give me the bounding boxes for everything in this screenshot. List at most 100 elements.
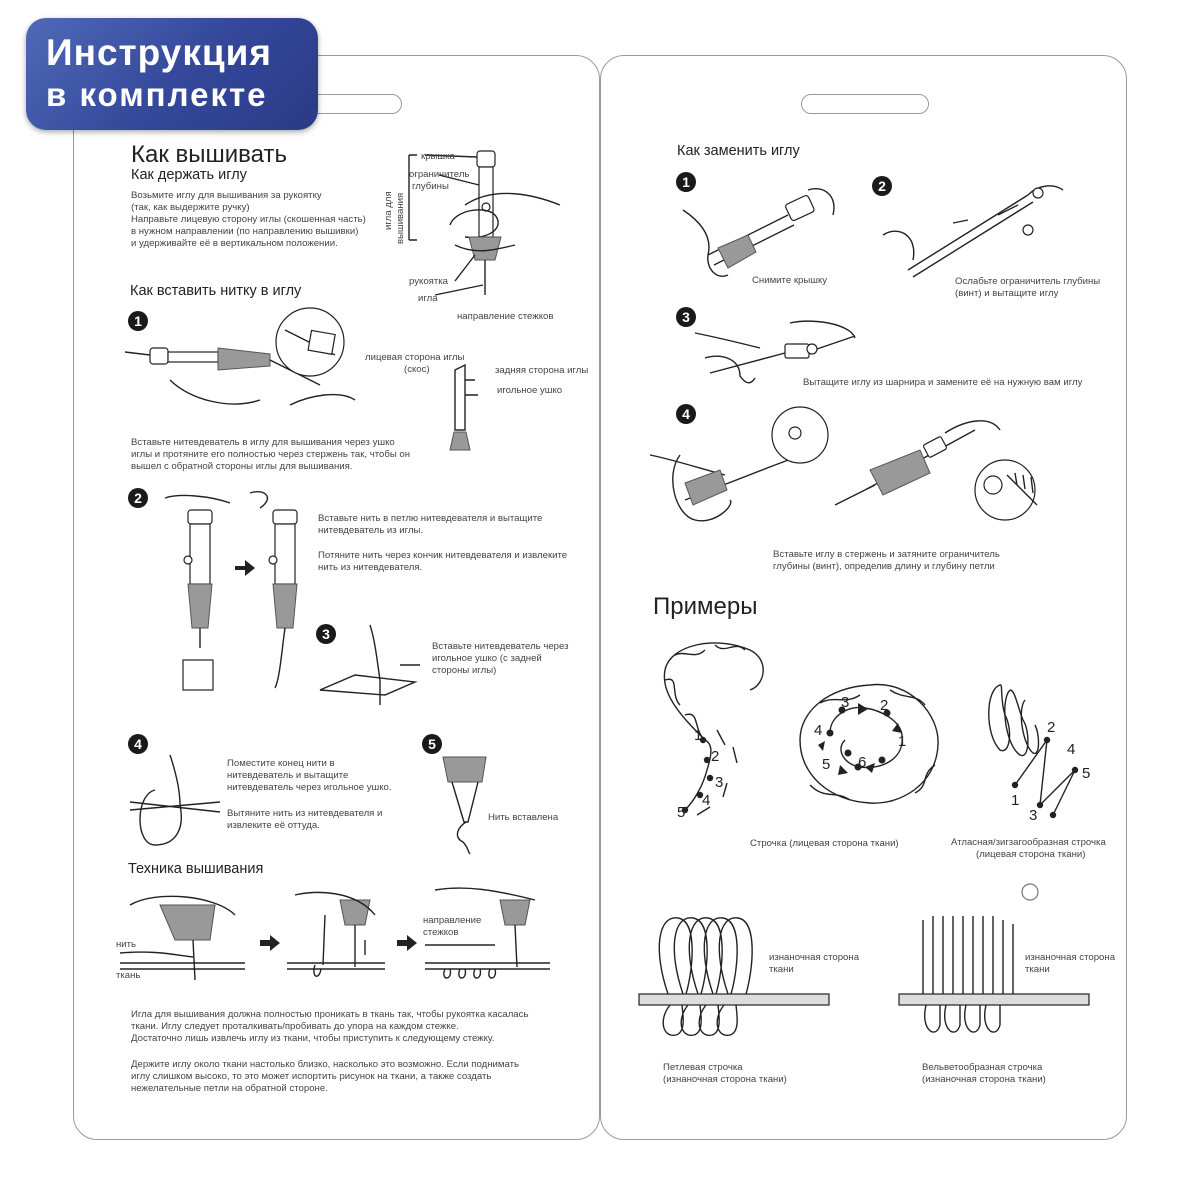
label-needle: игла <box>418 293 438 304</box>
hang-hole-circle <box>1021 883 1039 901</box>
hold-text-5: и удерживайте её в вертикальном положени… <box>131 238 338 249</box>
example-number: 1 <box>1011 792 1019 809</box>
step-2-text-b-1: Потяните нить через кончик нитевдевателя… <box>318 550 568 561</box>
step-4-text-a-1: Поместите конец нити в <box>227 758 335 769</box>
label-limiter-2: глубины <box>412 181 449 192</box>
velvet-caption-2: (изнаночная сторона ткани) <box>922 1074 1046 1085</box>
example-number: 1 <box>898 733 906 750</box>
loop-caption-1: Петлевая строчка <box>663 1062 743 1073</box>
hold-needle-illustration <box>408 150 561 296</box>
spiral-stitch-example: 3 2 4 1 5 6 <box>799 683 939 804</box>
example-number: 5 <box>1082 765 1090 782</box>
loosen-limiter-illustration <box>882 185 1064 278</box>
velvet-back-label-1: изнаночная сторона <box>1025 952 1116 963</box>
hold-subtitle: Как держать иглу <box>131 167 247 183</box>
label-cap: крышка <box>421 151 455 162</box>
velvet-back-label-2: ткани <box>1025 964 1050 975</box>
technique-text-b-3: нежелательные петли на обратной стороне. <box>131 1083 328 1094</box>
technique-text-b-2: иглу слишком высоко, то это может испорт… <box>131 1071 492 1082</box>
threader-insert-illustration <box>124 307 356 406</box>
replace-step-2-text-1: Ослабьте ограничитель глубины <box>955 276 1101 287</box>
velvet-stitch-back-illustration <box>898 916 1090 1033</box>
hold-text-2: (так, как выдержите ручку) <box>131 202 250 213</box>
example-number: 4 <box>702 792 710 809</box>
step-2-badge: 2 <box>128 488 148 508</box>
label-direction-2: стежков <box>423 927 459 938</box>
replace-subtitle: Как заменить иглу <box>677 143 800 159</box>
step-2-text-b-2: нить из нитевдевателя. <box>318 562 423 573</box>
step-4-text-a-2: нитевдеватель и вытащите <box>227 770 349 781</box>
thread-pull-illustration <box>164 491 298 691</box>
replace-step-2-text-2: (винт) и вытащите иглу <box>955 288 1059 299</box>
example-number: 5 <box>677 804 685 821</box>
right-instruction-card <box>600 55 1127 1140</box>
example-number: 6 <box>858 754 866 771</box>
replace-step-3-badge: 3 <box>676 307 696 327</box>
step-4-text-a-3: нитевдеватель через игольное ушко. <box>227 782 392 793</box>
needle-anatomy-illustration <box>449 363 478 451</box>
replace-step-4-badge: 4 <box>676 404 696 424</box>
thread-subtitle: Как вставить нитку в иглу <box>130 283 302 299</box>
label-stitch-direction: направление стежков <box>457 311 554 322</box>
technique-text-a-1: Игла для вышивания должна полностью прон… <box>131 1009 529 1020</box>
example-number: 5 <box>822 756 830 773</box>
threaded-needle-illustration <box>442 756 487 855</box>
technique-illustration <box>119 887 550 981</box>
example-number: 1 <box>694 727 702 744</box>
example-number: 4 <box>814 722 822 739</box>
loop-caption-2: (изнаночная сторона ткани) <box>663 1074 787 1085</box>
label-needle-back: задняя сторона иглы <box>495 365 589 376</box>
swap-needle-illustration <box>694 320 856 384</box>
replace-step-1-text: Снимите крышку <box>752 275 828 286</box>
loop-back-label-1: изнаночная сторона <box>769 952 860 963</box>
replace-step-4-text-2: глубины (винт), определив длину и глубин… <box>773 561 995 572</box>
satin-stitch-example: 2 4 5 1 3 <box>988 684 1090 824</box>
technique-text-a-3: Достаточно лишь извлечь иглу из ткани, ч… <box>131 1033 495 1044</box>
example-number: 2 <box>1047 719 1055 736</box>
step-1-text-2: иглы и протяните его полностью через сте… <box>131 449 411 460</box>
velvet-caption-1: Вельветообразная строчка <box>922 1062 1043 1073</box>
label-needle-vertical-2: вышивания <box>395 192 406 244</box>
step-4-text-b-1: Вытяните нить из нитевдевателя и <box>227 808 383 819</box>
page-title: Как вышивать <box>131 141 287 168</box>
badge-line-2: в комплекте <box>46 76 268 113</box>
step-1-badge: 1 <box>128 311 148 331</box>
step-1-text-1: Вставьте нитевдеватель в иглу для вышива… <box>131 437 395 448</box>
step-5-text: Нить вставлена <box>488 812 559 823</box>
example-number: 2 <box>880 697 888 714</box>
step-3-text-2: игольное ушко (с задней <box>432 653 542 664</box>
hold-text-1: Возьмите иглу для вышивания за рукоятку <box>131 190 322 201</box>
label-needle-face-1: лицевая сторона иглы <box>365 352 465 363</box>
left-instruction-card <box>73 55 600 1140</box>
step-4-text-b-2: извлеките её оттуда. <box>227 820 320 831</box>
label-thread: нить <box>116 939 137 950</box>
label-handle: рукоятка <box>409 276 448 287</box>
badge-line-1: Инструкция <box>46 32 272 73</box>
step-3-text-3: стороны иглы) <box>432 665 497 676</box>
label-needle-vertical-1: игла для <box>383 191 394 230</box>
thread-through-eye-illustration <box>129 754 221 846</box>
step-4-badge: 4 <box>128 734 148 754</box>
replace-step-1-badge: 1 <box>676 172 696 192</box>
running-stitch-caption: Строчка (лицевая сторона ткани) <box>750 838 899 849</box>
technique-text-a-2: ткани. Иглу следует проталкивать/пробива… <box>131 1021 459 1032</box>
step-2-text-a-2: нитевдеватель из иглы. <box>318 525 424 536</box>
hang-hole <box>801 94 929 114</box>
hold-text-4: в нужном направлении (по направлению выш… <box>131 226 359 237</box>
kit-instruction-badge: Инструкция в комплекте <box>26 18 318 130</box>
technique-subtitle: Техника вышивания <box>128 861 264 877</box>
technique-text-b-1: Держите иглу около ткани настолько близк… <box>131 1059 519 1070</box>
remove-cap-illustration <box>682 188 835 277</box>
loop-stitch-back-illustration <box>638 917 830 1036</box>
replace-step-4-text-1: Вставьте иглу в стержень и затяните огра… <box>773 549 1000 560</box>
example-number: 2 <box>711 748 719 765</box>
example-number: 4 <box>1067 741 1075 758</box>
label-needle-face-2: (скос) <box>404 364 430 375</box>
loop-back-label-2: ткани <box>769 964 794 975</box>
step-2-text-a-1: Вставьте нить в петлю нитевдевателя и вы… <box>318 513 543 524</box>
satin-stitch-caption-2: (лицевая сторона ткани) <box>976 849 1086 860</box>
step-5-badge: 5 <box>422 734 442 754</box>
label-direction-1: направление <box>423 915 482 926</box>
replace-step-3-text: Вытащите иглу из шарнира и замените её н… <box>803 377 1083 388</box>
label-fabric: ткань <box>116 970 141 981</box>
